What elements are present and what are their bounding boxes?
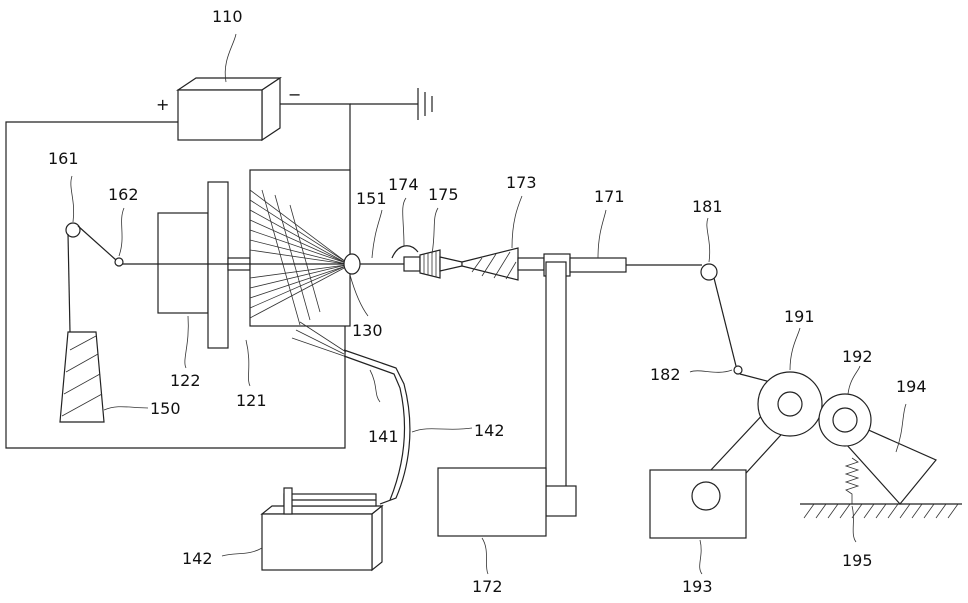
label-161: 161 [48,149,79,168]
bobbin-150 [60,332,104,422]
leader-182 [690,370,732,372]
winding-roller-191-hub [778,392,802,416]
funnel-130 [344,254,360,274]
motor-193-pulley [692,482,720,510]
label-122: 122 [170,371,201,390]
leader-121 [246,340,250,386]
sleeve-175 [420,250,440,278]
leader-110 [225,34,236,82]
neck [440,257,462,271]
plate-121 [208,182,228,348]
label-193: 193 [682,577,713,596]
label-151: 151 [356,189,387,208]
label-191: 191 [784,307,815,326]
label-150: 150 [150,399,181,418]
label-172: 172 [472,577,503,596]
leader-141 [370,370,380,402]
label-171: 171 [594,187,625,206]
leader-193 [700,540,702,574]
belt-drive [546,262,566,494]
leader-174 [403,198,406,246]
motor-pulley [546,486,576,516]
label-142-bottom: 142 [182,549,213,568]
leader-181 [707,218,710,262]
leader-195 [852,506,856,542]
label-175: 175 [428,185,459,204]
yarn-181-182 [714,278,736,366]
label-142-top: 142 [474,421,505,440]
power-supply-110 [178,78,280,140]
collector-frame [250,170,350,326]
guide-eye-182 [734,366,742,374]
leader-192 [848,366,860,394]
leader-172 [482,538,488,574]
leader-142-bottom [222,548,262,556]
label-173: 173 [506,173,537,192]
minus-sign: − [288,85,301,104]
press-roller-192-hub [833,408,857,432]
tube-end [404,257,420,271]
label-174: 174 [388,175,419,194]
leader-150 [104,407,148,410]
leader-130 [350,275,368,316]
leader-161 [71,176,74,222]
leader-191 [790,328,800,370]
leader-171 [598,210,606,258]
ground-hatch [804,504,958,518]
motor-172 [438,468,546,536]
leader-175 [432,208,438,254]
label-182: 182 [650,365,681,384]
spring-195 [846,458,858,504]
label-192: 192 [842,347,873,366]
leader-173 [512,196,522,248]
label-195: 195 [842,551,873,570]
label-162: 162 [108,185,139,204]
tube-connector [518,258,544,270]
yarn-loop-174 [392,246,418,258]
tube-171 [570,258,626,272]
label-181: 181 [692,197,723,216]
yarn-from-bobbin [68,234,70,332]
leader-151 [372,210,382,258]
plus-sign: + [156,95,169,114]
leader-162 [119,208,124,256]
yarn-161-162 [78,226,116,260]
label-121: 121 [236,391,267,410]
label-110: 110 [212,7,243,26]
ground-symbol [418,88,432,120]
leader-142-top [412,428,472,432]
label-130: 130 [352,321,383,340]
syringe-pump-142 [262,488,382,570]
label-141: 141 [368,427,399,446]
motor-block-122 [158,213,208,313]
guide-roller-181 [701,264,717,280]
leader-122 [185,316,188,368]
nozzle-141 [292,322,346,356]
label-194: 194 [896,377,927,396]
guide-eye-162 [115,258,123,266]
